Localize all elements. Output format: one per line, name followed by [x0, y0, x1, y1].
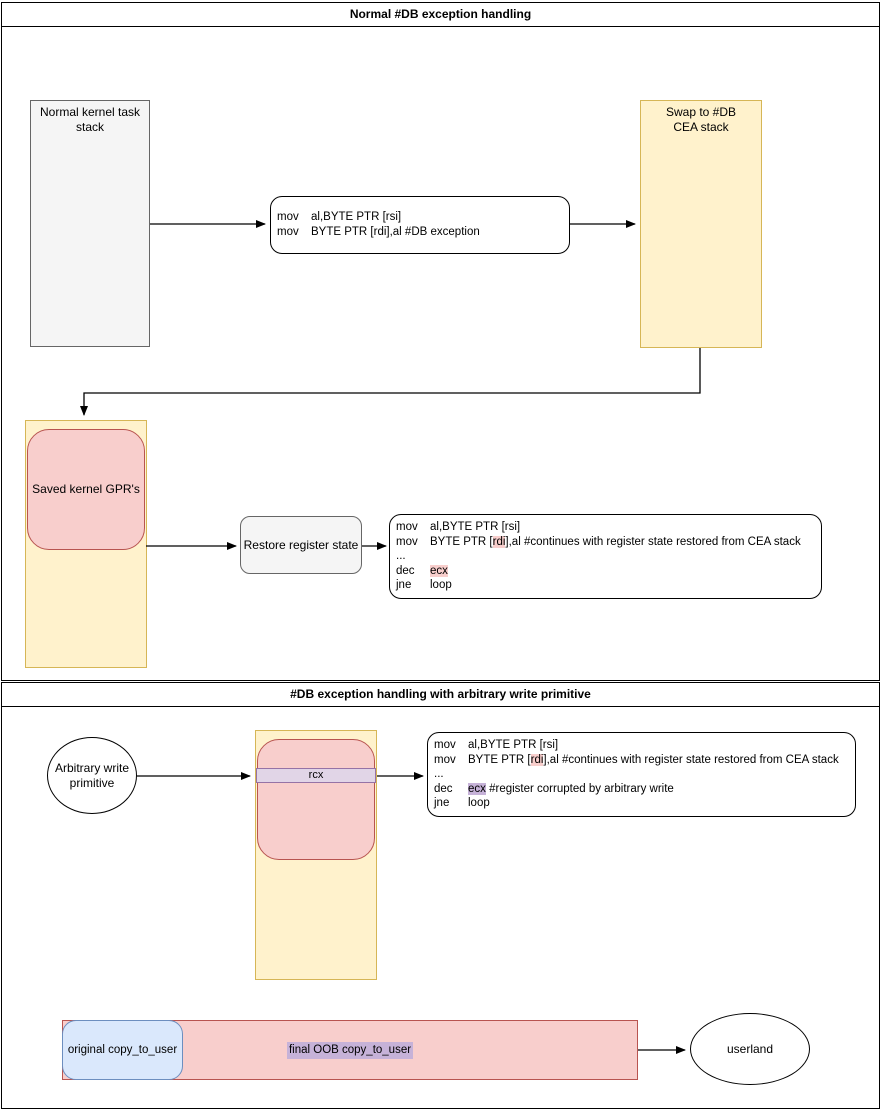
rcx-register-band: rcx	[256, 768, 376, 783]
code-line: ...	[434, 768, 444, 781]
userland-label: userland	[726, 1041, 774, 1056]
arbitrary-write-primitive-circle: Arbitrary write primitive	[47, 737, 137, 814]
userland-ellipse: userland	[690, 1013, 810, 1085]
panel-title: #DB exception handling with arbitrary wr…	[2, 683, 879, 707]
restore-register-state-label: Restore register state	[243, 537, 359, 552]
swap-to-db-cea-stack-label: Swap to #DB CEA stack	[665, 105, 737, 134]
normal-kernel-task-stack-box: Normal kernel task stack	[30, 100, 150, 347]
saved-kernel-gprs-box: Saved kernel GPR's	[27, 429, 145, 550]
rcx-label: rcx	[308, 769, 324, 781]
code-line: ...	[396, 550, 406, 563]
swap-to-db-cea-stack-box: Swap to #DB CEA stack	[640, 100, 762, 348]
restore-register-state-box: Restore register state	[240, 516, 362, 574]
original-copy-to-user-box: original copy_to_user	[62, 1020, 183, 1080]
final-oob-copy-to-user-label: final OOB copy_to_user	[286, 1041, 414, 1059]
normal-kernel-task-stack-label: Normal kernel task stack	[39, 105, 141, 134]
saved-gprs-box-2	[257, 739, 375, 860]
original-copy-to-user-label: original copy_to_user	[67, 1043, 178, 1056]
saved-kernel-gprs-label: Saved kernel GPR's	[32, 482, 140, 496]
panel-title: Normal #DB exception handling	[2, 3, 879, 27]
arbitrary-write-primitive-label: Arbitrary write primitive	[54, 760, 129, 790]
